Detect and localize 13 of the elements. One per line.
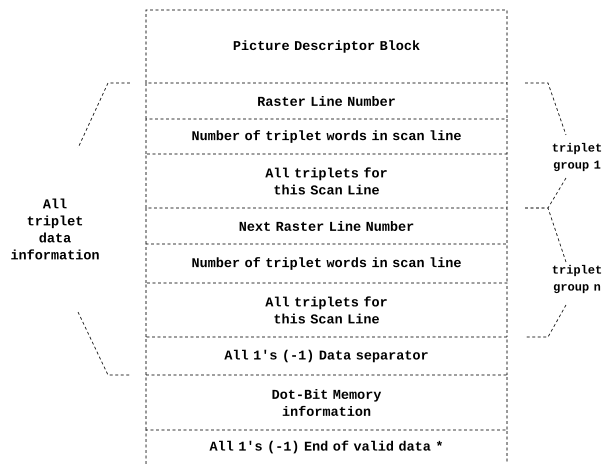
field-row: All 1's (-1) Data separator bbox=[146, 336, 508, 376]
field-row: Next Raster Line Number bbox=[146, 208, 508, 244]
field-row: Dot-Bit Memory information bbox=[146, 374, 508, 430]
field-row: Number of triplet words in scan line bbox=[146, 118, 508, 154]
field-row: Picture Descriptor Block bbox=[146, 10, 508, 84]
field-row: Raster Line Number bbox=[146, 82, 508, 120]
bracket-label: triplet group n bbox=[552, 264, 602, 294]
field-row: Number of triplet words in scan line bbox=[146, 244, 508, 284]
bracket-label: triplet group 1 bbox=[552, 142, 602, 172]
bracket-label: All triplet data information bbox=[11, 198, 99, 260]
field-row: All triplets for this Scan Line bbox=[146, 154, 508, 208]
field-row: All triplets for this Scan Line bbox=[146, 282, 508, 338]
field-row: All 1's (-1) End of valid data * bbox=[146, 430, 508, 464]
